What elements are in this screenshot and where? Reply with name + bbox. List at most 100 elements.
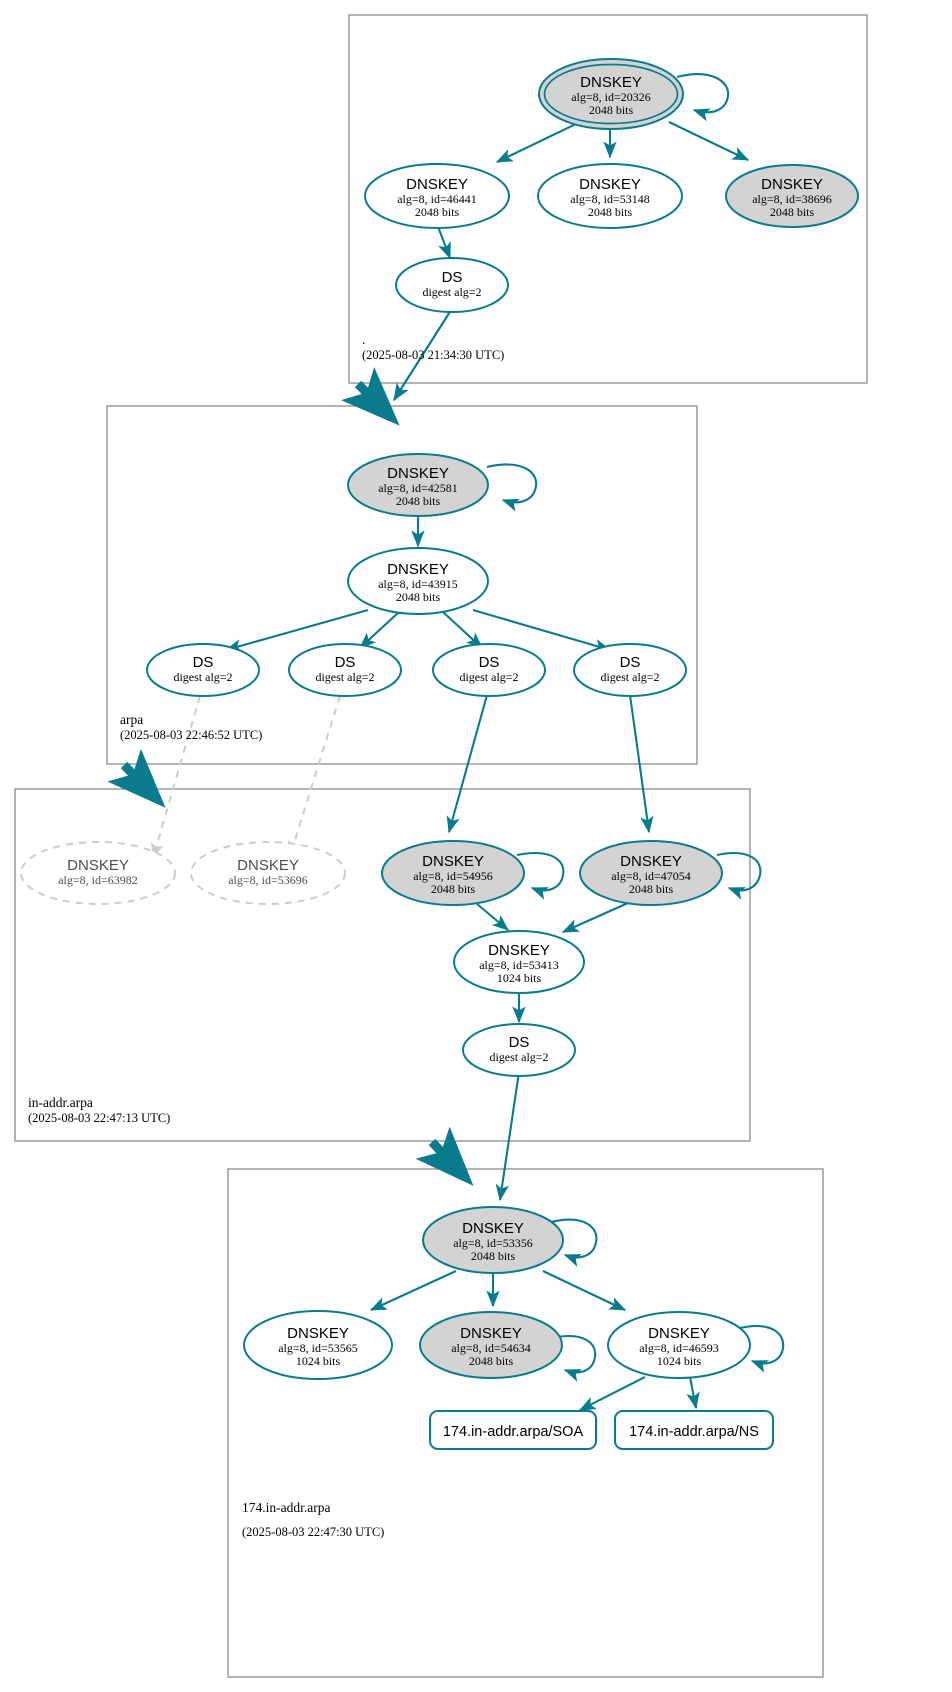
node-line2: alg=8, id=20326 [571,90,651,104]
node-line3: 2048 bits [415,205,460,219]
node-title: DS [620,654,641,671]
node-dnskey-42581[interactable]: DNSKEY alg=8, id=42581 2048 bits [347,453,489,517]
node-ds-root[interactable]: DS digest alg=2 [395,257,509,313]
node-title: DS [335,654,356,671]
zone-name: arpa [120,712,144,727]
node-line2: alg=8, id=63982 [58,873,138,887]
edges-in-addr-arpa [476,852,762,1202]
edges-174 [369,1218,785,1411]
node-dnskey-20326[interactable]: DNSKEY alg=8, id=20326 2048 bits [538,58,684,130]
node-ds-arpa-3[interactable]: DS digest alg=2 [432,643,546,697]
node-title: DNSKEY [488,942,550,959]
node-title: DNSKEY [406,176,468,193]
node-line3: 2048 bits [588,205,633,219]
node-title: DNSKEY [761,176,823,193]
node-line2: digest alg=2 [422,285,481,299]
zone-timestamp: (2025-08-03 22:46:52 UTC) [120,728,263,742]
node-ds-in-addr-arpa[interactable]: DS digest alg=2 [462,1023,576,1077]
node-ds-arpa-1[interactable]: DS digest alg=2 [146,643,260,697]
node-dnskey-38696[interactable]: DNSKEY alg=8, id=38696 2048 bits [725,164,859,228]
zone-timestamp: (2025-08-03 21:34:30 UTC) [362,348,505,362]
zone-link-in-addr-174 [415,1126,474,1186]
node-title: DNSKEY [648,1325,710,1342]
node-line3: 2048 bits [471,1249,516,1263]
node-dnskey-46441[interactable]: DNSKEY alg=8, id=46441 2048 bits [364,163,510,229]
node-title: DS [479,654,500,671]
node-dnskey-53148[interactable]: DNSKEY alg=8, id=53148 2048 bits [537,163,683,229]
node-dnskey-54956[interactable]: DNSKEY alg=8, id=54956 2048 bits [381,840,525,906]
node-line2: digest alg=2 [489,1050,548,1064]
node-dnskey-43915[interactable]: DNSKEY alg=8, id=43915 2048 bits [347,547,489,615]
zone-link-root-arpa [341,367,400,426]
node-dnskey-53696[interactable]: DNSKEY alg=8, id=53696 [190,841,346,905]
node-dnskey-54634[interactable]: DNSKEY alg=8, id=54634 2048 bits [419,1311,563,1379]
node-title: DNSKEY [387,465,449,482]
node-line2: alg=8, id=46593 [639,1341,719,1355]
node-dnskey-53565[interactable]: DNSKEY alg=8, id=53565 1024 bits [243,1310,393,1380]
node-title: DS [193,654,214,671]
node-line3: 2048 bits [629,882,674,896]
edges-arpa [224,463,654,834]
node-line2: alg=8, id=53356 [453,1236,533,1250]
zone-label-174-in-addr-arpa: 174.in-addr.arpa (2025-08-03 22:47:30 UT… [242,1500,384,1540]
zone-box-root [348,14,868,384]
zone-label-root: . (2025-08-03 21:34:30 UTC) [362,332,504,363]
node-rrset-ns[interactable]: 174.in-addr.arpa/NS [614,1410,774,1450]
node-line2: alg=8, id=53148 [570,192,650,206]
zone-name: 174.in-addr.arpa [242,1500,331,1515]
node-line3: 2048 bits [469,1354,514,1368]
node-line3: 1024 bits [296,1354,341,1368]
node-title: 174.in-addr.arpa/NS [629,1424,759,1440]
node-title: DNSKEY [580,74,642,91]
zone-name: . [362,332,366,347]
node-title: DNSKEY [67,857,129,874]
node-line2: alg=8, id=43915 [378,577,458,591]
node-title: DS [509,1034,530,1051]
zone-link-arpa-in-addr [107,748,166,808]
node-line3: 2048 bits [589,103,634,117]
node-line2: alg=8, id=53565 [278,1341,358,1355]
node-title: DNSKEY [387,561,449,578]
node-line2: digest alg=2 [315,670,374,684]
node-title: DNSKEY [460,1325,522,1342]
node-line2: digest alg=2 [173,670,232,684]
node-dnskey-47054[interactable]: DNSKEY alg=8, id=47054 2048 bits [579,840,723,906]
node-line3: 1024 bits [657,1354,702,1368]
node-line3: 1024 bits [497,971,542,985]
node-line3: 2048 bits [770,205,815,219]
node-line2: digest alg=2 [600,670,659,684]
node-ds-arpa-2[interactable]: DS digest alg=2 [288,643,402,697]
zone-label-in-addr-arpa: in-addr.arpa (2025-08-03 22:47:13 UTC) [28,1095,170,1126]
node-line3: 2048 bits [396,494,441,508]
node-line2: alg=8, id=54634 [451,1341,531,1355]
zone-box-in-addr-arpa [14,788,751,1142]
node-dnskey-53356[interactable]: DNSKEY alg=8, id=53356 2048 bits [422,1206,564,1274]
node-dnskey-63982[interactable]: DNSKEY alg=8, id=63982 [20,841,176,905]
zone-name: in-addr.arpa [28,1095,93,1110]
node-title: 174.in-addr.arpa/SOA [443,1424,584,1440]
node-line2: alg=8, id=38696 [752,192,832,206]
zone-timestamp: (2025-08-03 22:47:13 UTC) [28,1111,171,1125]
edges-root [393,73,750,402]
node-line2: alg=8, id=53696 [228,873,308,887]
node-ds-arpa-4[interactable]: DS digest alg=2 [573,643,687,697]
node-rrset-soa[interactable]: 174.in-addr.arpa/SOA [429,1410,597,1450]
node-title: DNSKEY [422,853,484,870]
zone-box-arpa [106,405,698,765]
node-dnskey-46593[interactable]: DNSKEY alg=8, id=46593 1024 bits [607,1311,751,1379]
node-line2: alg=8, id=46441 [397,192,477,206]
node-title: DNSKEY [287,1325,349,1342]
node-line2: digest alg=2 [459,670,518,684]
node-line3: 2048 bits [431,882,476,896]
edges-insecure [150,695,341,860]
zone-label-arpa: arpa (2025-08-03 22:46:52 UTC) [120,712,262,743]
node-dnskey-53413[interactable]: DNSKEY alg=8, id=53413 1024 bits [453,930,585,994]
zone-timestamp: (2025-08-03 22:47:30 UTC) [242,1525,385,1539]
node-title: DS [442,269,463,286]
node-title: DNSKEY [462,1220,524,1237]
node-title: DNSKEY [237,857,299,874]
node-line2: alg=8, id=54956 [413,869,493,883]
node-line3: 2048 bits [396,590,441,604]
